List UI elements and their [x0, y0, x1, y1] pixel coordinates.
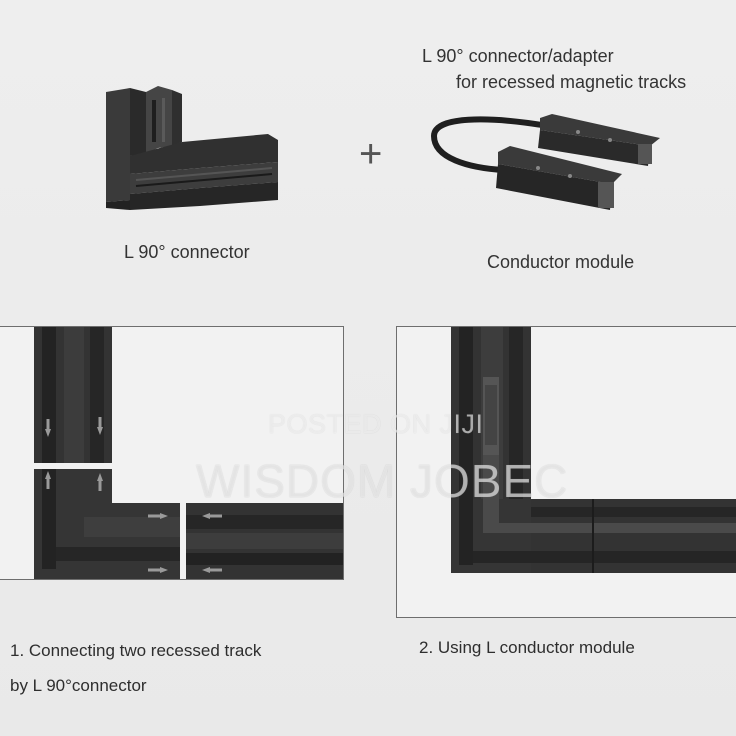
- conductor-module-label: Conductor module: [487, 252, 635, 272]
- watermark-brand: WISDOM JOBEC: [196, 455, 569, 507]
- watermark-posted: POSTED ON JIJI: [268, 409, 484, 439]
- plus-icon: +: [359, 132, 383, 176]
- adapter-title-line1: L 90° connector/adapter: [422, 46, 614, 66]
- right-caption: 2. Using L conductor module: [419, 638, 635, 657]
- left-caption-line1: 1. Connecting two recessed track: [10, 641, 262, 660]
- conductor-module-image: [428, 108, 668, 228]
- l-connector-label: L 90° connector: [124, 242, 250, 262]
- l-connector-image: [100, 82, 285, 217]
- adapter-title-line2: for recessed magnetic tracks: [456, 72, 687, 92]
- left-install-panel: [0, 326, 344, 580]
- left-caption-line2: by L 90°connector: [10, 676, 147, 695]
- right-install-panel: [396, 326, 736, 618]
